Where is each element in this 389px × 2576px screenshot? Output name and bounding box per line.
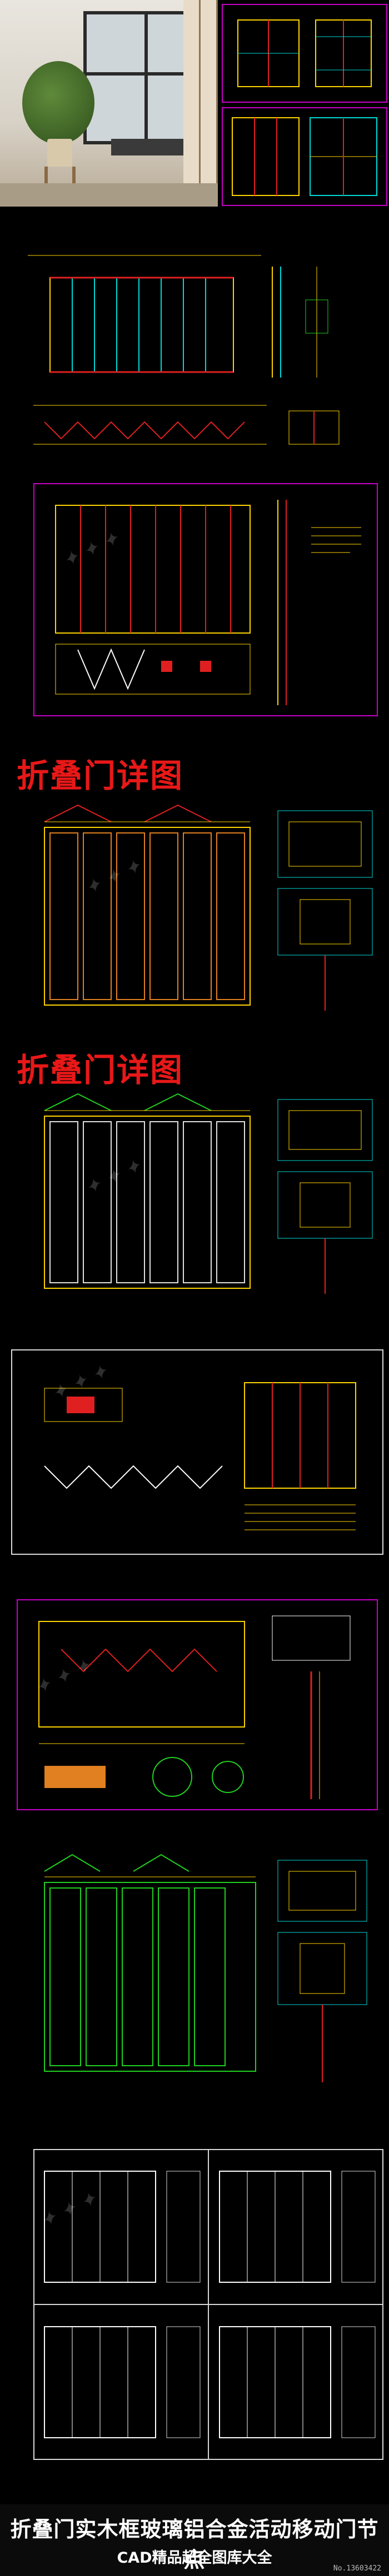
- footer-banner: 折叠门实木框玻璃铝合金活动移动门节点 CAD精品超全图库大全 No.136034…: [0, 2504, 389, 2576]
- cad-sheet-1-drawing: [55, 500, 361, 705]
- cad-detail-top-right-1: [222, 4, 387, 103]
- footer-title: 折叠门实木框玻璃铝合金活动移动门节点: [10, 2517, 379, 2572]
- cad-sheet-4: [11, 1349, 383, 1555]
- cad-sheet-2-drawing: [44, 804, 373, 1011]
- cad-sheet-7-drawing: [33, 2149, 383, 2460]
- cad-sheet-5-drawing: [38, 1615, 351, 1799]
- cad-detail-top-right-2: [222, 107, 387, 206]
- cad-elevation-1: [28, 255, 328, 378]
- cad-sheet-6-drawing: [44, 1854, 367, 2082]
- cad-plan-zigzag-1: [33, 405, 340, 445]
- cad-sheet-3-drawing: [44, 1093, 373, 1294]
- section-heading-1: 折叠门详图: [17, 757, 184, 795]
- cad-sheet-4-drawing: [44, 1382, 356, 1530]
- footer-subtitle: CAD精品超全图库大全: [117, 2549, 272, 2567]
- image-number: No.13603422: [333, 2564, 381, 2573]
- section-heading-2: 折叠门详图: [17, 1051, 184, 1089]
- interior-photo: [0, 0, 218, 207]
